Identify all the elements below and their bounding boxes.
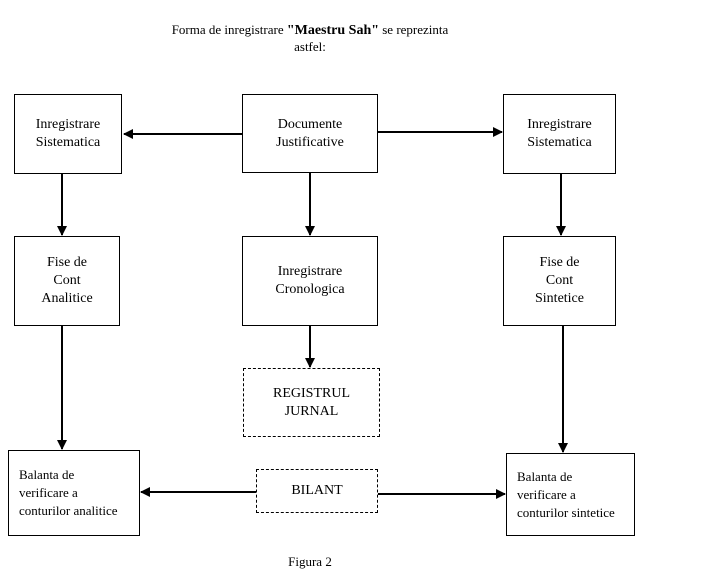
node-balanta-analitice: Balanta de verificare a conturilor anali… — [8, 450, 140, 536]
node-label: BILANT — [291, 483, 343, 498]
heading-bold-term: "Maestru Sah" — [286, 23, 379, 38]
diagram-heading: Forma de inregistrare "Maestru Sah" se r… — [140, 22, 480, 39]
node-label: Balanta de verificare a conturilor sinte… — [517, 468, 615, 520]
node-label: Inregistrare Sistematica — [35, 117, 101, 150]
node-inregistrare-sistematica-right: Inregistrare Sistematica — [503, 94, 616, 174]
node-label: Documente Justificative — [276, 116, 344, 150]
node-label: Inregistrare Sistematica — [527, 117, 592, 150]
node-fise-cont-sintetice: Fise de Cont Sintetice — [503, 236, 616, 326]
node-inregistrare-sistematica-left: Inregistrare Sistematica — [14, 94, 122, 174]
node-label: Balanta de verificare a conturilor anali… — [19, 467, 118, 518]
heading-line-2: astfel: — [294, 39, 326, 54]
node-label: Fise de Cont Sintetice — [535, 255, 584, 306]
node-inregistrare-cronologica: Inregistrare Cronologica — [242, 236, 378, 326]
node-bilant: BILANT — [256, 469, 378, 513]
node-fise-cont-analitice: Fise de Cont Analitice — [14, 236, 120, 326]
node-label: REGISTRUL JURNAL — [273, 385, 350, 419]
node-label: Fise de Cont Analitice — [41, 255, 93, 306]
heading-prefix: Forma de inregistrare — [171, 22, 287, 37]
node-registrul-jurnal: REGISTRUL JURNAL — [243, 368, 380, 437]
node-balanta-sintetice: Balanta de verificare a conturilor sinte… — [506, 453, 635, 536]
heading-suffix: se reprezinta — [379, 22, 449, 37]
node-label: Inregistrare Cronologica — [275, 264, 345, 297]
node-documente-justificative: Documente Justificative — [242, 94, 378, 173]
figure-caption: Figura 2 — [288, 554, 332, 569]
